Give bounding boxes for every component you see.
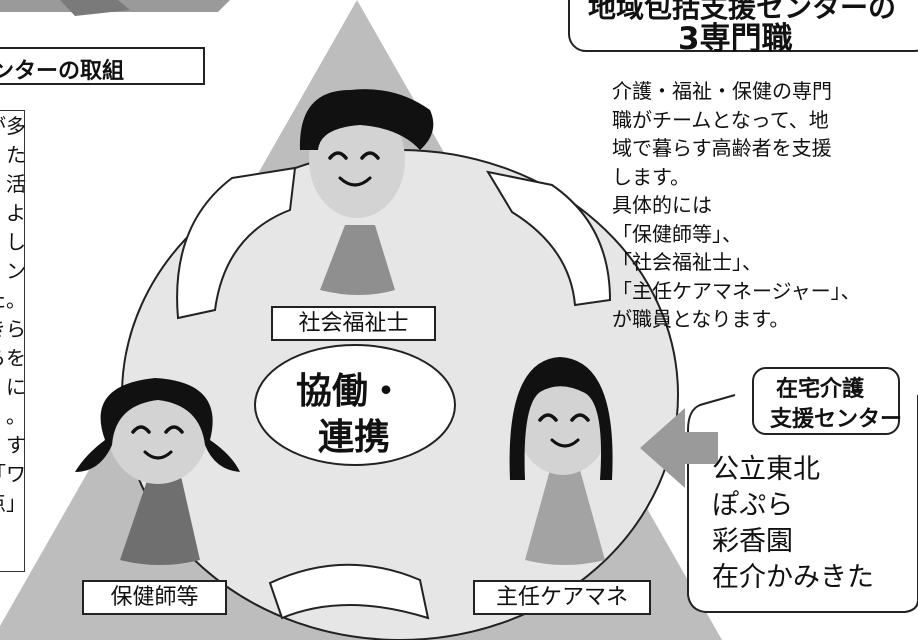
center-name: ぽぷら <box>712 490 794 521</box>
description-line: 職がチームとなって、地 <box>612 107 829 132</box>
left-column-char: 。 <box>6 404 26 428</box>
left-column-char: らを <box>0 346 26 370</box>
description-line: 具体的には <box>612 193 712 217</box>
role-label-public-health-nurse: 保健師等 <box>82 580 227 615</box>
center-name: 公立東北 <box>712 454 820 485</box>
description-line: 介護・福祉・保健の専門 <box>612 79 832 103</box>
person-public-health-nurse <box>75 378 240 565</box>
description-line: 「保健師等」、 <box>612 221 742 246</box>
description-line: が職員となります。 <box>612 307 790 331</box>
left-header-box <box>0 47 205 85</box>
decorative-shape <box>60 0 130 16</box>
left-column-char: に <box>6 375 26 399</box>
description-text: 介護・福祉・保健の専門 職がチームとなって、地 域で暮らす高齢者を支援 します。… <box>612 77 861 334</box>
center-oval <box>254 344 456 466</box>
person-social-worker <box>299 89 434 295</box>
left-column-char: す <box>6 433 26 457</box>
center-names-list: 公立東北 ぽぷら 彩香園 在介かみきた <box>712 452 874 596</box>
title-line2: 3専門職 <box>678 21 793 57</box>
role-label-care-manager: 主任ケアマネ <box>473 580 651 615</box>
zaitaku-label-line2: 支援センター <box>770 407 903 432</box>
center-text-line2: 連携 <box>318 417 391 458</box>
role-label-social-worker: 社会福祉士 <box>271 306 436 341</box>
left-header-text: ンターの取組 <box>0 59 125 84</box>
left-column-char: た。 <box>0 288 26 312</box>
left-column-char: が多 <box>0 114 26 138</box>
left-text-box <box>0 110 25 572</box>
left-column-char: た <box>6 143 26 167</box>
person-care-manager <box>509 357 613 565</box>
left-column-char: し <box>6 230 26 254</box>
title-line1: 地域包括支援センターの <box>588 0 897 24</box>
left-column-char: よ <box>6 201 26 225</box>
left-column-char: 活 <box>6 172 26 196</box>
cycle-arc-right <box>485 170 612 307</box>
left-column-char: 点」 <box>0 491 26 515</box>
description-line: 域で暮らす高齢者を支援 <box>612 136 832 160</box>
description-line: します。 <box>612 164 690 189</box>
center-name: 彩香園 <box>712 526 793 557</box>
arrow-left-icon <box>640 408 718 488</box>
description-line: 「主任ケアマネージャー」、 <box>612 278 861 303</box>
cycle-arc-left <box>176 166 297 320</box>
left-column-char: 「ワ <box>0 462 26 486</box>
center-name: 在介かみきた <box>712 562 874 593</box>
left-column-char: ン <box>6 259 26 283</box>
zaitaku-label-box <box>752 367 900 435</box>
left-column-text: が多 た 活 よ し ン た。 きら らを に 。 す 「ワ 点」 <box>0 112 26 518</box>
speech-bubble <box>687 394 918 613</box>
description-line: 「社会福祉士」、 <box>612 250 762 274</box>
title-box <box>568 0 918 52</box>
center-text-line1: 協働・ <box>296 371 405 412</box>
zaitaku-label-line1: 在宅介護 <box>776 377 865 402</box>
cycle-arc-bottom <box>268 563 430 620</box>
left-column-char: きら <box>0 317 26 341</box>
